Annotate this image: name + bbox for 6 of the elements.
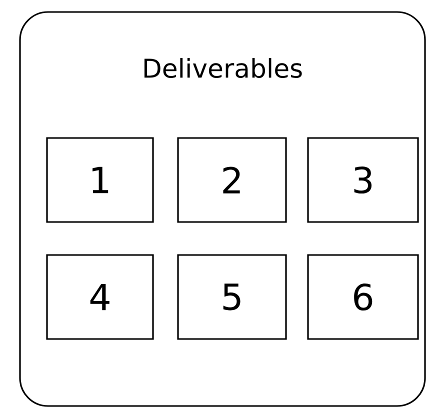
numbered-box: 3	[307, 137, 419, 223]
numbered-box: 2	[177, 137, 287, 223]
numbered-box: 5	[177, 254, 287, 340]
numbered-box: 6	[307, 254, 419, 340]
numbered-box: 4	[46, 254, 154, 340]
numbered-box: 1	[46, 137, 154, 223]
